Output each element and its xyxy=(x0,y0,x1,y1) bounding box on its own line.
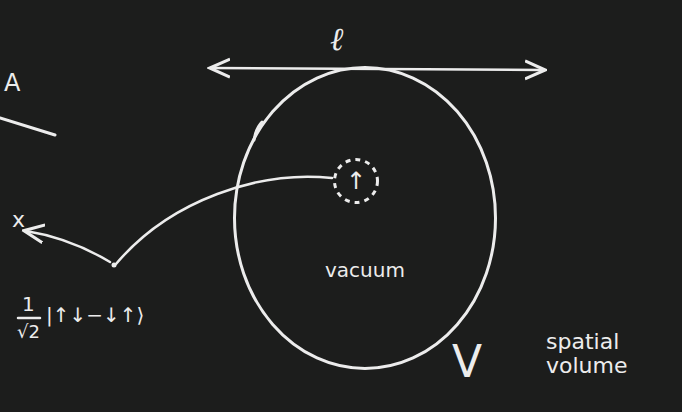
volume-symbol: V xyxy=(452,338,482,386)
spin-particle: ↑ xyxy=(333,158,379,204)
spin-state: |↑↓−↓↑⟩ xyxy=(46,304,144,326)
node-text: ↑ xyxy=(346,168,366,194)
node-text: vacuum xyxy=(325,259,405,281)
fraction-denominator: √2 xyxy=(17,322,40,342)
fraction-numerator: 1 xyxy=(22,293,35,315)
point-dot xyxy=(112,263,117,268)
fraction-bar xyxy=(18,317,40,320)
node-outline xyxy=(233,66,497,370)
length-symbol: ℓ xyxy=(330,22,343,57)
leader-curve xyxy=(116,177,332,264)
volume-note: spatial volume xyxy=(546,330,646,378)
axis-label: x xyxy=(12,208,25,232)
chalk-stroke xyxy=(0,118,55,135)
x-arrow xyxy=(26,231,110,262)
partial-letter: A xyxy=(4,70,20,96)
vacuum-region: vacuum ↑ xyxy=(233,66,497,370)
